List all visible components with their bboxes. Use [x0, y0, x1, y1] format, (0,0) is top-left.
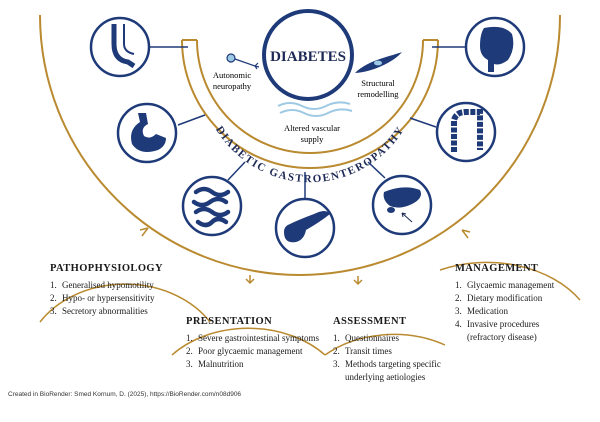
autonomic-label-2: neuropathy	[213, 81, 252, 91]
autonomic-label-1: Autonomic	[213, 70, 251, 80]
small-intestine-icon	[181, 175, 243, 237]
list-item: 3.Methods targeting specific underlying …	[333, 359, 441, 382]
pathophysiology-box: PATHOPHYSIOLOGY 1.Generalised hypomotili…	[50, 263, 220, 318]
pathophysiology-title: PATHOPHYSIOLOGY	[50, 263, 163, 274]
management-list: 1.Glycaemic management 2.Dietary modific…	[455, 279, 575, 344]
neuron-icon	[226, 53, 260, 70]
liver-icon	[371, 174, 433, 236]
presentation-title: PRESENTATION	[186, 316, 273, 327]
list-item: 2.Hypo- or hypersensitivity	[50, 293, 155, 303]
assessment-arc	[324, 333, 446, 356]
presentation-list: 1.Severe gastrointestinal symptoms 2.Poo…	[186, 332, 326, 371]
list-item: 1.Generalised hypomotility	[50, 280, 154, 290]
list-item: 3.Secretory abnormalities	[50, 306, 148, 316]
list-item: 1.Severe gastrointestinal symptoms	[186, 333, 319, 343]
colon-icon	[435, 101, 497, 163]
vascular-label-2: supply	[301, 134, 324, 144]
list-item: 3.Malnutrition	[186, 359, 244, 369]
diabetes-title: DIABETES	[270, 49, 346, 65]
diabetes-circle	[262, 9, 354, 101]
fibroblast-icon	[355, 52, 402, 73]
pathophysiology-list: 1.Generalised hypomotility 2.Hypo- or hy…	[50, 279, 220, 318]
structural-label-2: remodelling	[357, 89, 399, 99]
pancreas-icon	[274, 197, 336, 259]
list-item: 1.Glycaemic management	[455, 280, 555, 290]
vascular-label-1: Altered vascular	[284, 123, 340, 133]
management-arc	[439, 261, 581, 301]
stomach-icon	[116, 102, 178, 164]
list-item: 2.Dietary modification	[455, 293, 543, 303]
blood-vessel-icon	[277, 101, 353, 117]
outcome-arrows	[139, 227, 471, 286]
assessment-list: 1.Questionnaires 2.Transit times 3.Metho…	[333, 332, 463, 384]
assessment-box: ASSESSMENT 1.Questionnaires 2.Transit ti…	[333, 316, 463, 384]
list-item: 4.Invasive procedures (refractory diseas…	[455, 319, 540, 342]
list-item: 2.Poor glycaemic management	[186, 346, 303, 356]
list-item: 2.Transit times	[333, 346, 392, 356]
inner-gold-band	[181, 39, 439, 169]
oesophagus-icon	[89, 16, 151, 78]
management-title: MANAGEMENT	[455, 263, 539, 274]
presentation-arc	[171, 327, 326, 356]
inner-gold-band-inner	[196, 39, 424, 154]
pathophysiology-arc	[39, 283, 211, 323]
assessment-title: ASSESSMENT	[333, 316, 407, 327]
organ-connectors	[148, 46, 466, 198]
list-item: 3.Medication	[455, 306, 508, 316]
biorender-credit: Created in BioRender: Smed Kornum, D. (2…	[8, 391, 242, 398]
rectum-icon	[464, 16, 526, 78]
structural-label-1: Structural	[361, 78, 395, 88]
list-item: 1.Questionnaires	[333, 333, 399, 343]
presentation-box: PRESENTATION 1.Severe gastrointestinal s…	[186, 316, 326, 371]
outer-gold-arc	[39, 14, 561, 276]
management-box: MANAGEMENT 1.Glycaemic management 2.Diet…	[455, 263, 575, 344]
